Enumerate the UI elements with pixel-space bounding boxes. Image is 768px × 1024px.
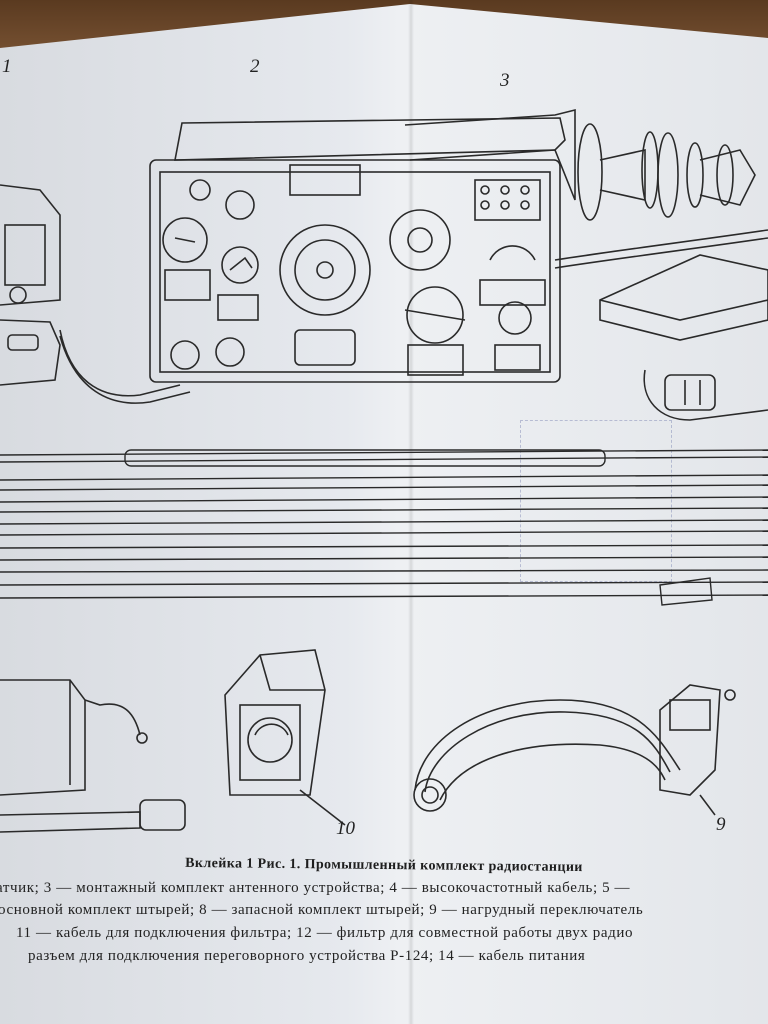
item-9-chest-switch: [413, 684, 736, 816]
item-box-right: [599, 254, 768, 421]
callout-9: 9: [716, 814, 726, 835]
callout-2: 2: [250, 56, 260, 77]
callout-10: 10: [336, 818, 355, 839]
item-bottom-left-device: [0, 679, 186, 833]
caption-line-4: разъем для подключения переговорного уст…: [28, 948, 586, 964]
caption-line-2: основной комплект штырей; 8 — запасной к…: [0, 902, 644, 918]
page-fold: [408, 0, 414, 1024]
hf-cable: [554, 229, 768, 261]
caption-line-1: атчик; 3 — монтажный комплект антенного …: [0, 880, 631, 896]
item-2-radio-station: [149, 117, 566, 383]
cable-1: [59, 329, 181, 397]
callout-1: 1: [2, 56, 12, 77]
item-1-device: [0, 184, 61, 386]
faded-stamp: [520, 420, 672, 582]
item-10-meter-box: [224, 649, 346, 826]
callout-3: 3: [500, 70, 510, 91]
caption-line-3: 11 — кабель для подключения фильтра; 12 …: [16, 925, 634, 941]
antenna-rods: [0, 449, 768, 606]
item-3-antenna-mount: [404, 108, 756, 221]
